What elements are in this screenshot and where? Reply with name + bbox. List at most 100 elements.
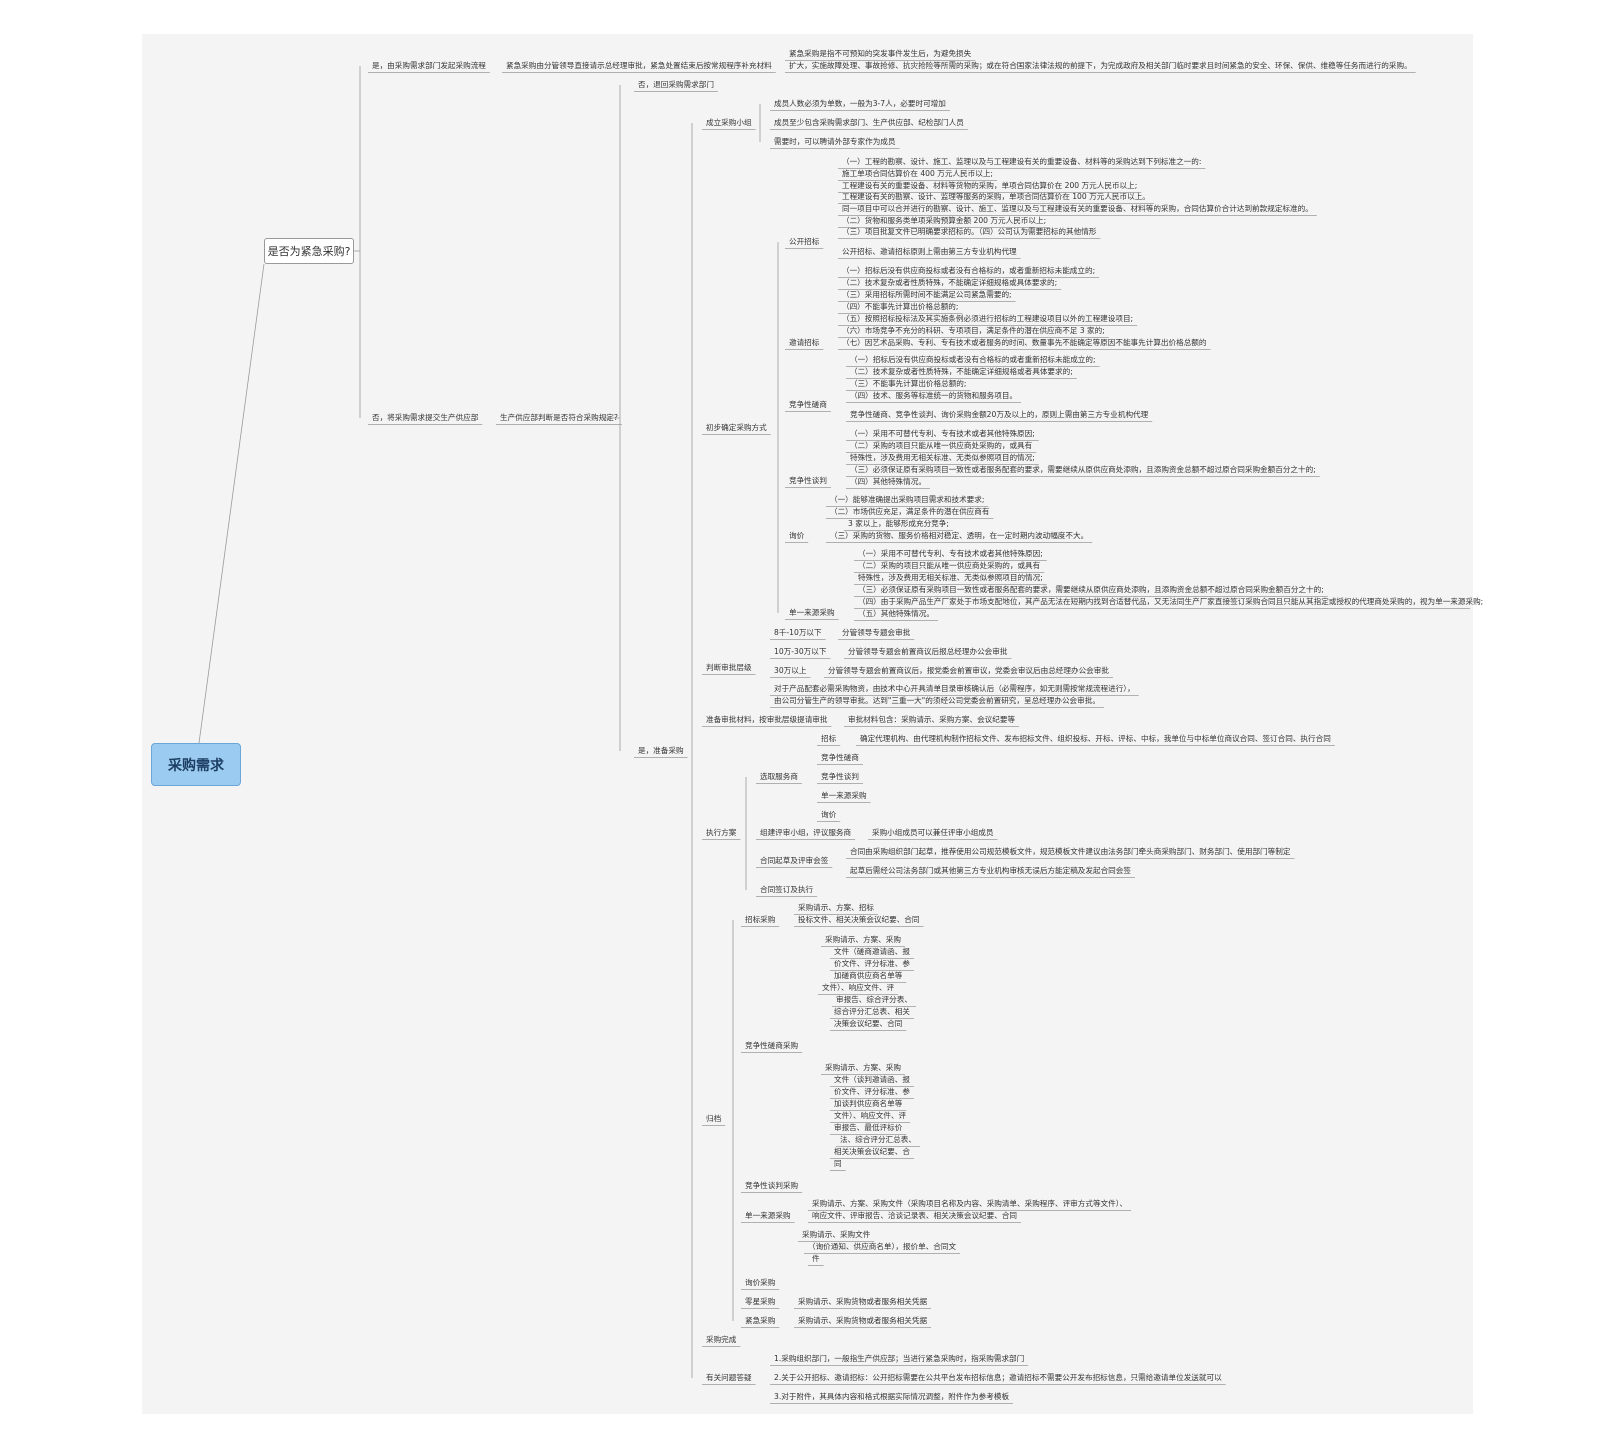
node-archive[interactable]: 归档 <box>706 1114 722 1123</box>
approve-v1: 分管领导专题会审批 <box>842 628 911 637</box>
emergency-approval-text: 紧急采购由分管领导直接请示总经理审批，紧急处置结束后按常规程序补充材料 <box>506 61 772 70</box>
contract-2: 起草后需经公司法务部门或其他第三方专业机构审核无误后方能定稿及发起合同会签 <box>850 866 1131 875</box>
arch-talk-6: 审报告、最低评标价 <box>834 1123 903 1132</box>
comp-neg-3: （三）不能事先计算出价格总额的; <box>850 379 967 388</box>
prep-note: 审批材料包含：采购请示、采购方案、会议纪要等 <box>848 715 1016 724</box>
select-inquiry: 询价 <box>821 810 837 819</box>
invite-bid-3: （三）采用招标所需时间不能满足公司紧急需要的; <box>842 290 1012 299</box>
approve-k3: 30万以上 <box>774 666 807 675</box>
arch-neg-8: 决策会议纪要、合同 <box>834 1019 903 1028</box>
invite-bid-1: （一）招标后没有供应商投标或者没有合格标的，或者重新招标未能成立的; <box>842 266 1096 275</box>
approve-extra-1: 对于产品配套必需采购物资，由技术中心开具清单目录审核确认后（必需程序，如无则需按… <box>774 684 1135 693</box>
arch-small-text: 采购请示、采购货物或者服务相关凭据 <box>798 1297 928 1306</box>
select-single: 单一来源采购 <box>821 791 867 800</box>
arch-talk[interactable]: 竞争性谈判采购 <box>745 1181 799 1190</box>
arch-bid[interactable]: 招标采购 <box>745 915 776 924</box>
node-invite-bid[interactable]: 邀请招标 <box>789 338 820 347</box>
open-bid-7: （三）项目批复文件已明确要求招标的。（四）公司认为需要招标的其他情形 <box>842 227 1097 236</box>
team-eval-note: 采购小组成员可以兼任评审小组成员 <box>872 828 994 837</box>
select-neg: 竞争性磋商 <box>821 753 859 762</box>
branch-prepare[interactable]: 是，准备采购 <box>638 746 684 755</box>
open-bid-3: 工程建设有关的重要设备、材料等货物的采购，单项合同估算价在 200 万元人民币以… <box>842 181 1138 190</box>
node-select[interactable]: 选取服务商 <box>760 772 798 781</box>
node-team-eval[interactable]: 组建评审小组，评议服务商 <box>760 828 852 837</box>
team-item-2: 成员至少包含采购需求部门、生产供应部、纪检部门人员 <box>774 118 964 127</box>
team-item-1: 成员人数必须为单数，一般为3-7人，必要时可增加 <box>774 99 946 108</box>
invite-bid-4: （四）不能事先计算出价格总额的; <box>842 302 959 311</box>
node-inquiry[interactable]: 询价 <box>789 531 805 540</box>
root-node[interactable]: 采购需求 <box>151 743 241 786</box>
comp-neg-2: （二）技术复杂或者性质特殊，不能确定详细规格或者具体要求的; <box>850 367 1073 376</box>
open-bid-5: 同一项目中可以合并进行的勘察、设计、施工、监理以及与工程建设有关的重要设备、材料… <box>842 204 1313 213</box>
open-bid-note: 公开招标、邀请招标原则上需由第三方专业机构代理 <box>842 247 1017 256</box>
comp-talk-4: （三）必须保证原有采购项目一致性或者服务配套的要求，需要继续从原供应商处添购，且… <box>850 465 1316 474</box>
node-single[interactable]: 单一来源采购 <box>789 608 835 617</box>
open-bid-2: 施工单项合同估算价在 400 万元人民币以上; <box>842 169 993 178</box>
select-bid-text: 确定代理机构、由代理机构制作招标文件、发布招标文件、组织投标、开标、评标、中标，… <box>860 734 1331 743</box>
inquiry-4: （三）采购的货物、服务价格相对稳定、透明，在一定时期内波动幅度不大。 <box>830 531 1089 540</box>
arch-inq-1: 采购请示、采购文件 <box>802 1230 871 1239</box>
approve-v2: 分管领导专题会前置商议后报总经理办公会审批 <box>848 647 1008 656</box>
arch-urgent[interactable]: 紧急采购 <box>745 1316 776 1325</box>
node-method[interactable]: 初步确定采购方式 <box>706 423 767 432</box>
mindmap-canvas <box>142 34 1473 1414</box>
arch-talk-1: 采购请示、方案、采购 <box>825 1063 901 1072</box>
invite-bid-7: （七）因艺术品采购、专利、专有技术或者服务的时间、数量事先不能确定等原因不能事先… <box>842 338 1207 347</box>
invite-bid-6: （六）市场竞争不充分的科研、专项项目，满足条件的潜在供应商不足 3 家的; <box>842 326 1105 335</box>
emergency-question-node[interactable]: 是否为紧急采购? <box>264 238 354 264</box>
arch-neg-2: 文件（磋商邀请函、报 <box>834 947 910 956</box>
arch-bid-1: 采购请示、方案、招标 <box>798 903 874 912</box>
approve-extra-2: 由公司分管生产的领导审批。达到"三重一大"的须经公司党委会前置研究，呈总经理办公… <box>774 696 1100 705</box>
team-item-3: 需要时，可以聘请外部专家作为成员 <box>774 137 896 146</box>
approve-k2: 10万-30万以下 <box>774 647 827 656</box>
single-2: （二）采购的项目只能从唯一供应商处采购的，或具有 <box>858 561 1041 570</box>
node-done[interactable]: 采购完成 <box>706 1335 737 1344</box>
arch-talk-3: 价文件、评分标准、参 <box>834 1087 910 1096</box>
node-open-bid[interactable]: 公开招标 <box>789 237 820 246</box>
select-talk: 竞争性谈判 <box>821 772 859 781</box>
node-sign[interactable]: 合同签订及执行 <box>760 885 814 894</box>
comp-neg-1: （一）招标后没有供应商投标或者没有合格标的或者重新招标未能成立的; <box>850 355 1096 364</box>
node-team[interactable]: 成立采购小组 <box>706 118 752 127</box>
select-bid: 招标 <box>821 734 837 743</box>
single-5: （四）由于采购产品生产厂家处于市场支配地位，其产品无法在短期内找到合适替代品，又… <box>858 597 1484 606</box>
open-bid-6: （二）货物和服务类单项采购预算金额 200 万元人民币以上; <box>842 216 1047 225</box>
arch-single[interactable]: 单一来源采购 <box>745 1211 791 1220</box>
arch-single-1: 采购请示、方案、采购文件（采购项目名称及内容、采购清单、采购程序、评审方式等文件… <box>812 1199 1128 1208</box>
arch-small[interactable]: 零星采购 <box>745 1297 776 1306</box>
arch-urgent-text: 采购请示、采购货物或者服务相关凭据 <box>798 1316 928 1325</box>
arch-talk-7: 法、综合评分汇总表、 <box>840 1135 916 1144</box>
node-comp-talk[interactable]: 竞争性谈判 <box>789 476 827 485</box>
single-3: 特殊性，涉及费用无相关标准、无类似参照项目的情况; <box>858 573 1043 582</box>
faq-1: 1.采购组织部门，一般指生产供应部；当进行紧急采购时，指采购需求部门 <box>774 1354 1025 1363</box>
node-exec[interactable]: 执行方案 <box>706 828 737 837</box>
node-comp-neg[interactable]: 竞争性磋商 <box>789 400 827 409</box>
supply-dept-question[interactable]: 生产供应部判断是否符合采购规定? <box>500 413 618 422</box>
arch-talk-9: 同 <box>834 1159 842 1168</box>
arch-neg-5: 文件）、响应文件、评 <box>822 983 895 992</box>
node-contract[interactable]: 合同起草及评审会签 <box>760 856 829 865</box>
arch-inq-2: （询价通知、供应商名单），报价单、合同文 <box>808 1242 957 1251</box>
emergency-definition-1: 紧急采购是指不可预知的突发事件发生后，为避免损失 <box>789 49 972 58</box>
invite-bid-2: （二）技术复杂或者性质特殊，不能确定详细规格或具体要求的; <box>842 278 1058 287</box>
arch-neg-4: 加磋商供应商名单等 <box>834 971 903 980</box>
comp-talk-3: 特殊性，涉及费用无相关标准、无类似参照项目的情况; <box>850 453 1035 462</box>
arch-talk-5: 文件）、响应文件、评 <box>834 1111 907 1120</box>
comp-talk-1: （一）采用不可替代专利、专有技术或者其他特殊原因; <box>850 429 1035 438</box>
branch-no-submit[interactable]: 否，将采购需求提交生产供应部 <box>372 413 479 422</box>
node-approve[interactable]: 判断审批层级 <box>706 663 752 672</box>
arch-neg-6: 审报告、综合评分表、 <box>836 995 912 1004</box>
approve-k1: 8千-10万以下 <box>774 628 822 637</box>
open-bid-4: 工程建设有关的勘察、设计、监理等服务的采购，单项合同估算价在 100 万元人民币… <box>842 192 1150 201</box>
branch-return[interactable]: 否，退回采购需求部门 <box>638 80 714 89</box>
node-faq[interactable]: 有关问题答疑 <box>706 1373 752 1382</box>
single-6: （五）其他特殊情况。 <box>858 609 934 618</box>
branch-yes-emergency[interactable]: 是，由采购需求部门发起采购流程 <box>372 61 486 70</box>
arch-neg[interactable]: 竞争性磋商采购 <box>745 1041 799 1050</box>
arch-inq[interactable]: 询价采购 <box>745 1278 776 1287</box>
node-prep[interactable]: 准备审批材料，按审批层级提请审批 <box>706 715 828 724</box>
contract-1: 合同由采购组织部门起草，推荐使用公司规范模板文件，规范模板文件建议由法务部门牵头… <box>850 847 1291 856</box>
arch-neg-3: 价文件、评分标准、参 <box>834 959 910 968</box>
arch-bid-2: 投标文件、相关决策会议纪要、合同 <box>798 915 920 924</box>
